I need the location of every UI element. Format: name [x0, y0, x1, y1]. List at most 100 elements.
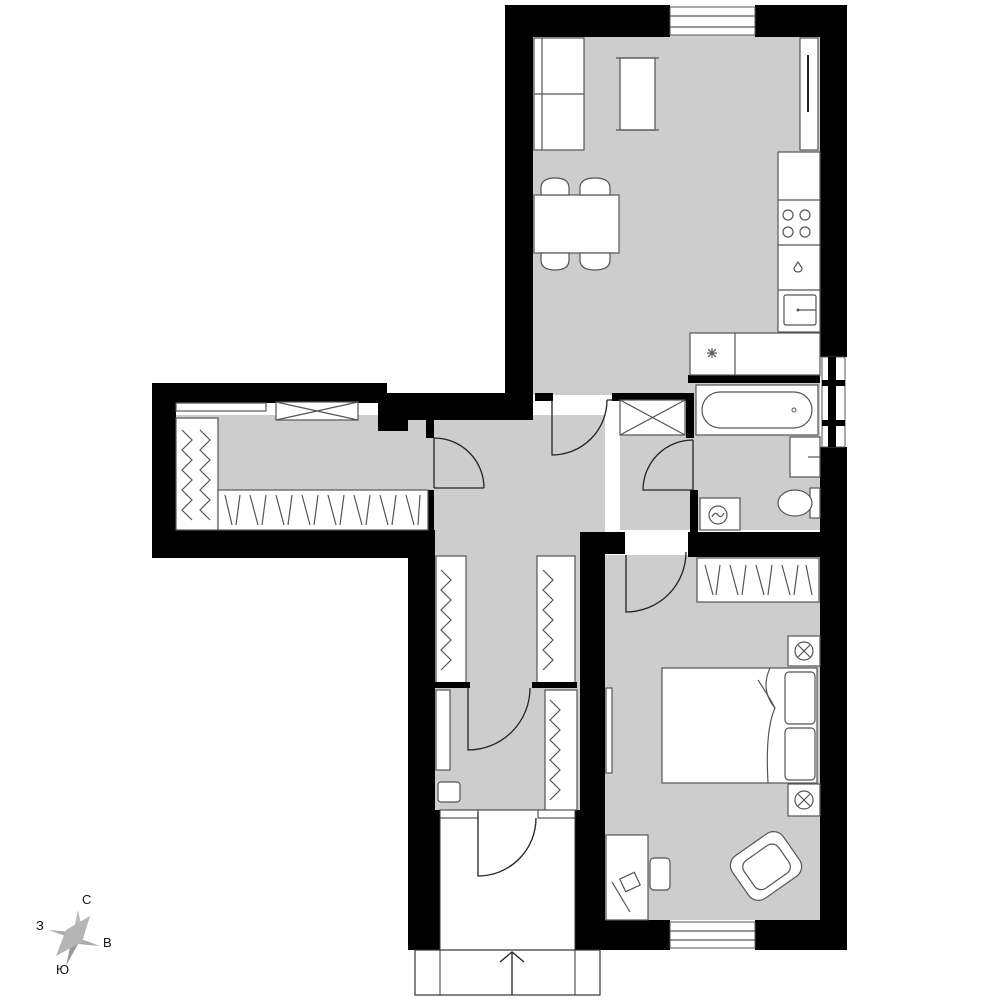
wall: [820, 447, 847, 950]
wall: [535, 393, 553, 401]
coffee-table-top: [619, 57, 656, 131]
washer-wave: [711, 512, 725, 518]
wall: [580, 532, 625, 554]
fridge-icon: [689, 332, 821, 376]
wardrobe-hangers: [181, 429, 211, 521]
wardrobe-body: [696, 557, 820, 603]
balcony-door-arrow-head: [499, 951, 525, 963]
desk-chair: [649, 857, 671, 891]
tv-icon: [799, 37, 819, 151]
window-mullion: [822, 420, 845, 426]
wardrobe-icon: [175, 401, 429, 531]
nightstand-icon: [787, 635, 821, 817]
compass-label-east: В: [103, 935, 112, 950]
compass-icon: [48, 910, 100, 966]
mirror-panel: [605, 687, 613, 774]
wardrobe-hangers: [549, 699, 561, 801]
burner: [799, 209, 811, 221]
wall: [408, 810, 440, 950]
burner: [799, 226, 811, 238]
water-drop: [793, 260, 803, 273]
stove-icon: [782, 209, 811, 238]
wall: [688, 375, 820, 383]
wall: [426, 490, 434, 530]
wardrobe-body: [536, 555, 576, 685]
wall: [152, 383, 387, 403]
blanket-fold: [765, 667, 776, 784]
door-swing: [467, 687, 531, 751]
window-bottom: [669, 921, 756, 949]
bathtub-basin: [701, 391, 813, 429]
wardrobe-bottom: [217, 489, 429, 531]
snowflake-stroke: [707, 348, 717, 358]
pillow: [784, 727, 816, 781]
chair-top-left: [540, 177, 570, 196]
toilet-bowl: [777, 489, 813, 517]
dishwasher-icon: [793, 260, 803, 273]
corridor-wardrobe-left: [435, 555, 467, 685]
sofa-icon: [533, 37, 585, 151]
wall: [755, 920, 847, 950]
chair-top-right: [579, 177, 611, 196]
door-jamb: [430, 682, 470, 688]
lamp-cross: [797, 644, 811, 658]
pillow: [784, 671, 816, 725]
cupboard-icon: [619, 399, 686, 436]
windows: [669, 6, 846, 949]
shelf-body: [435, 689, 451, 771]
shelf-icon: [435, 689, 451, 771]
washing-machine-icon: [699, 497, 741, 531]
compass-star: [56, 916, 90, 956]
desk-lamp: [611, 881, 631, 913]
armchair-icon: [729, 831, 803, 901]
wall: [690, 490, 698, 532]
bathroom-sink-basin: [789, 436, 821, 478]
wall: [152, 530, 435, 558]
desk-lamp-shade: [618, 871, 642, 893]
compass-point-east: [78, 938, 100, 946]
chair-bottom-right: [579, 252, 611, 271]
chair-icon: [540, 177, 611, 271]
wall: [385, 393, 533, 420]
corridor-wardrobe-lower: [544, 689, 578, 811]
balcony-floor: [439, 809, 576, 951]
floor-areas: [175, 35, 820, 920]
door-swing: [433, 437, 485, 489]
corridor-wardrobe-right: [536, 555, 576, 685]
bathtub-icon: [695, 384, 819, 436]
wardrobe-body: [544, 689, 578, 811]
balcony-jamb: [439, 809, 479, 819]
dining-table-top: [533, 194, 620, 254]
wall: [426, 420, 434, 438]
wall: [378, 403, 408, 431]
balcony: [414, 809, 601, 996]
lamp-cross: [797, 793, 811, 807]
balcony-rail: [414, 949, 601, 996]
door-swing: [625, 551, 687, 613]
compass-label-north: С: [82, 892, 92, 907]
window-mullion: [828, 357, 836, 447]
wall: [152, 383, 176, 558]
window-mullion: [822, 380, 845, 386]
burner: [782, 209, 794, 221]
wardrobe-hangers: [704, 564, 813, 596]
wall: [686, 393, 694, 438]
fridge-counter: [689, 332, 821, 376]
wall: [575, 810, 605, 950]
bed-icon: [661, 667, 818, 784]
wall: [612, 393, 690, 401]
snowflake-icon: [707, 348, 717, 358]
bathroom-sink-icon: [789, 436, 821, 478]
shelf-cross: [275, 401, 359, 421]
balcony-jamb: [537, 809, 576, 819]
wall: [820, 5, 847, 357]
bathtub-drain: [791, 407, 797, 413]
stool-icon: [437, 781, 461, 803]
coffee-table-icon: [616, 57, 659, 131]
wardrobe-hangers: [542, 569, 554, 671]
sink-drain: [796, 308, 800, 312]
doors: [430, 399, 694, 877]
door-jamb: [532, 682, 577, 688]
